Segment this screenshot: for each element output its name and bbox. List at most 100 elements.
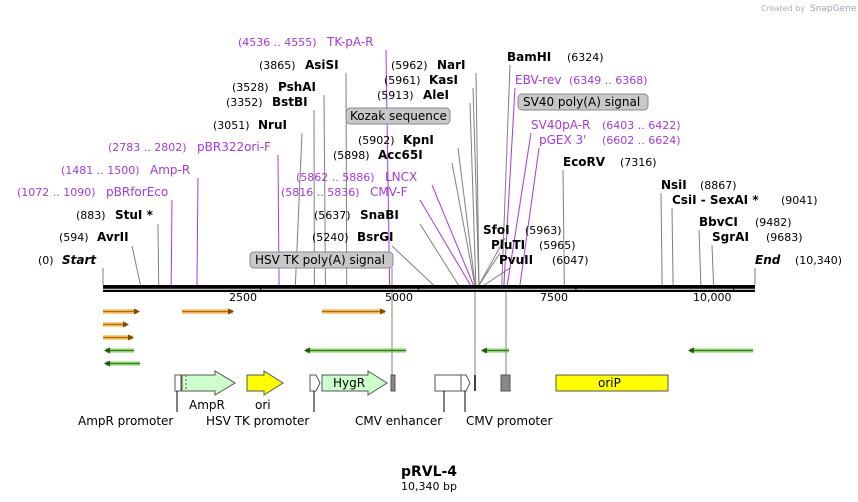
site-connector <box>562 169 565 286</box>
primer-range-ebv-rev: (6349 .. 6368) <box>569 74 648 87</box>
site-connector <box>484 267 511 286</box>
feature-cmv-promoter[interactable] <box>460 374 471 392</box>
site-connector <box>391 245 434 286</box>
caption-cmv-enhancer: CMV enhancer <box>355 414 442 428</box>
feature-cmv-enhancer[interactable] <box>434 374 462 392</box>
primer-range-sv40pa-r: (6403 .. 6422) <box>602 119 681 132</box>
site-connector <box>671 207 674 286</box>
site-name-bsrgi[interactable]: BsrGI <box>357 230 394 244</box>
site-name-pluti[interactable]: PluTI <box>491 238 525 252</box>
primer-range-tk-pa-r: (4536 .. 4555) <box>238 36 317 49</box>
site-connector <box>157 223 160 286</box>
feature-hygr[interactable] <box>321 370 388 396</box>
orange-arrow[interactable] <box>103 321 129 328</box>
feature-ampr-promoter[interactable] <box>174 374 182 392</box>
box-hsv-tk-polya[interactable] <box>249 251 394 269</box>
green-arrow[interactable] <box>688 347 753 354</box>
site-connector <box>660 192 663 286</box>
feature-hsv-tk-polya[interactable] <box>390 374 396 392</box>
orange-arrow[interactable] <box>103 334 134 341</box>
site-name-sgrai[interactable]: SgrAI <box>712 230 749 244</box>
primer-name-cmv-f[interactable]: CMV-F <box>370 185 408 199</box>
site-name-acc65i[interactable]: Acc65I <box>378 148 423 162</box>
tick-7500: 7500 <box>540 291 568 304</box>
box-sv40-polya[interactable] <box>517 93 649 111</box>
site-name-nsii[interactable]: NsiI <box>661 178 687 192</box>
primer-range-cmv-f: (5816 .. 5836) <box>281 186 360 199</box>
site-name-stui[interactable]: StuI * <box>115 208 154 222</box>
feature-hsv-tk-promoter[interactable] <box>309 374 321 392</box>
feature-label-hygr: HygR <box>333 376 365 390</box>
site-name-nari[interactable]: NarI <box>437 58 466 72</box>
site-name-kasi[interactable]: KasI <box>429 73 458 87</box>
site-name-alei[interactable]: AleI <box>423 88 449 102</box>
primer-connector <box>196 177 199 286</box>
primer-range-pbrforeco: (1072 .. 1090) <box>17 186 96 199</box>
orange-arrow[interactable] <box>182 308 234 315</box>
site-connector <box>478 252 501 286</box>
caption-hsv-tk-promoter: HSV TK promoter <box>206 414 309 428</box>
orange-arrow[interactable] <box>103 308 140 315</box>
site-name-bamhi[interactable]: BamHI <box>507 50 551 64</box>
site-name-start[interactable]: Start <box>62 253 97 267</box>
site-num-asisi: (3865) <box>259 59 296 72</box>
site-num-kpni: (5902) <box>358 134 395 147</box>
primer-connector <box>419 199 471 286</box>
site-connector <box>451 162 476 286</box>
site-name-csii-sexai[interactable]: CsiI - SexAI * <box>672 193 759 207</box>
site-num-snabi: (5637) <box>314 209 351 222</box>
site-num-nari: (5962) <box>391 59 428 72</box>
feature-orip[interactable] <box>555 374 669 392</box>
tick-5000: 5000 <box>385 291 413 304</box>
primer-name-lncx[interactable]: LNCX <box>385 170 417 184</box>
site-connector <box>131 245 141 286</box>
primer-name-ampr[interactable]: Amp-R <box>150 163 190 177</box>
site-num-end: (10,340) <box>795 254 842 267</box>
green-arrow[interactable] <box>304 347 406 354</box>
feature-ori[interactable] <box>246 370 284 396</box>
plasmid-name: pRVL-4 <box>401 464 457 480</box>
primer-name-pbrforeco[interactable]: pBRforEco <box>106 185 168 199</box>
site-name-bbvci[interactable]: BbvCI <box>699 215 738 229</box>
site-num-pshai: (3528) <box>232 81 269 94</box>
green-arrow[interactable] <box>104 347 134 354</box>
site-name-pvuii[interactable]: PvuII <box>499 253 533 267</box>
site-num-pvuii: (6047) <box>552 254 589 267</box>
green-arrow[interactable] <box>104 360 140 367</box>
site-name-bstbi[interactable]: BstBI <box>272 95 308 109</box>
orange-arrow[interactable] <box>322 308 386 315</box>
tick-2500: 2500 <box>229 291 257 304</box>
primer-name-pgex3[interactable]: pGEX 3' <box>539 133 586 147</box>
site-name-ecorv[interactable]: EcoRV <box>563 155 606 169</box>
primer-name-sv40pa-r[interactable]: SV40pA-R <box>531 118 590 132</box>
site-name-pshai[interactable]: PshAI <box>278 80 316 94</box>
site-name-asisi[interactable]: AsiSI <box>305 58 339 72</box>
primer-connector <box>506 132 532 286</box>
primer-connector <box>503 87 516 286</box>
primer-connector <box>170 199 173 286</box>
green-arrow[interactable] <box>481 347 509 354</box>
feature-label-orip: oriP <box>598 376 621 390</box>
feature-label-ampr: AmpR <box>189 398 225 412</box>
connector-lines <box>102 49 756 375</box>
site-name-kpni[interactable]: KpnI <box>403 133 434 147</box>
site-name-nrui[interactable]: NruI <box>258 118 287 132</box>
site-name-avrii[interactable]: AvrII <box>97 230 129 244</box>
primer-name-ebv-rev[interactable]: EBV-rev <box>515 73 561 87</box>
primer-name-tk-pa-r[interactable]: TK-pA-R <box>326 35 374 49</box>
box-sv40-polya-label: SV40 poly(A) signal <box>523 95 640 109</box>
box-hsv-tk-polya-label: HSV TK poly(A) signal <box>255 253 385 267</box>
primer-connector <box>385 49 391 286</box>
primer-range-pbr322ori: (2783 .. 2802) <box>108 141 187 154</box>
site-name-snabi[interactable]: SnaBI <box>360 208 399 222</box>
site-num-start: (0) <box>38 254 54 267</box>
site-num-bamhi: (6324) <box>567 51 604 64</box>
site-num-sfoi: (5963) <box>525 224 562 237</box>
site-name-end[interactable]: End <box>755 253 781 267</box>
box-kozak[interactable] <box>345 107 451 125</box>
feature-ampr[interactable] <box>181 370 236 396</box>
primer-name-pbr322ori[interactable]: pBR322ori-F <box>197 140 271 154</box>
feature-sv40-polya[interactable] <box>500 374 511 392</box>
site-name-sfoi[interactable]: SfoI <box>483 223 510 237</box>
